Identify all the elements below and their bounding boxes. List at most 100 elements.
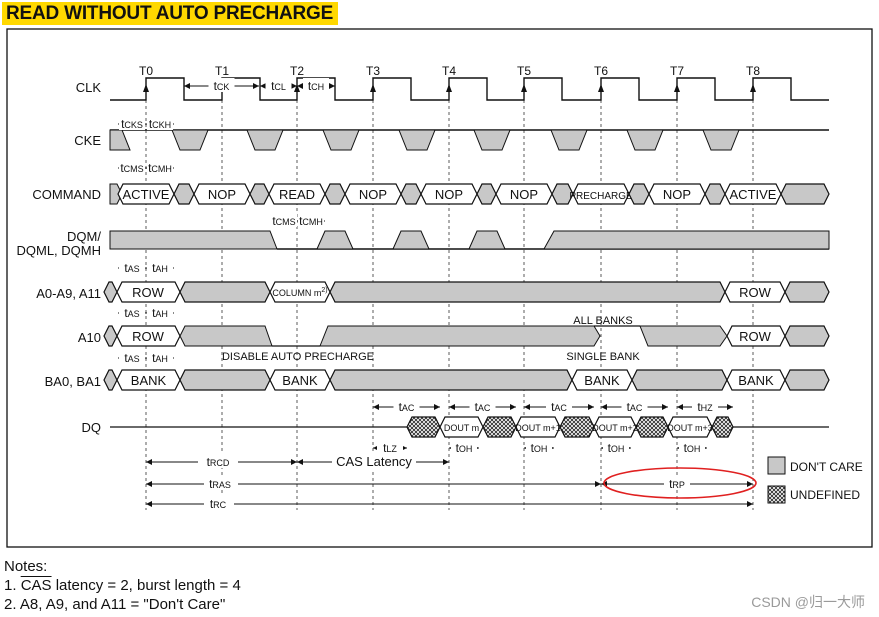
dqm-dontcare-start <box>109 230 278 250</box>
a10-disable-ap-label: DISABLE AUTO PRECHARGE <box>222 351 374 363</box>
note-2: 2. A8, A9, and A11 = "Don't Care" <box>4 596 226 613</box>
dim-tac-0-label: tAC <box>399 400 415 414</box>
signal-label-clk: CLK <box>76 80 102 95</box>
signal-label-dqm-2: DQML, DQMH <box>17 243 102 258</box>
command-dontcare-7 <box>704 183 726 205</box>
signal-label-cke: CKE <box>74 133 101 148</box>
dim-tck-label: tCK <box>214 79 230 93</box>
dqm-pulse-3 <box>468 230 506 250</box>
cke-dontcare-5 <box>473 129 511 151</box>
ba-dontcare-1 <box>179 369 271 391</box>
addr-row-label: ROW <box>132 285 165 300</box>
dim-tas-3-label-bg <box>119 350 145 364</box>
clock-tick-label-T1: T1 <box>215 64 229 78</box>
cke-dontcare-6 <box>550 129 588 151</box>
clk-edge-arrow-4 <box>446 84 452 92</box>
dq-dout-box-2 <box>593 416 637 438</box>
dim-tac-3-label-bg <box>621 399 648 413</box>
dim-toh-3-label: tOH <box>684 441 701 455</box>
dq-undefined-2 <box>559 416 595 438</box>
dim-tckh-label-bg <box>147 116 173 130</box>
dim-cas-bg <box>332 454 416 469</box>
dim-tas-2-label-bg <box>119 305 145 319</box>
dq-undefined-0 <box>406 416 441 438</box>
notes: Notes: 1. CAS latency = 2, burst length … <box>4 557 241 614</box>
clock-tick-label-T4: T4 <box>442 64 456 78</box>
a10-dontcare-lead <box>103 325 118 347</box>
command-dontcare-0 <box>173 183 195 205</box>
watermark: CSDN @归一大师 <box>751 594 865 610</box>
command-label-active-8: ACTIVE <box>730 187 777 202</box>
dim-trc-bg <box>204 496 234 510</box>
dq-undefined-tail <box>711 416 734 438</box>
dim-tlz-label-bg <box>377 440 403 454</box>
note-1-text: latency = 2, burst length = 4 <box>51 577 241 594</box>
page-title: READ WITHOUT AUTO PRECHARGE <box>2 2 339 25</box>
clk-edge-arrow-3 <box>370 84 376 92</box>
dim-toh-3-label-bg <box>679 440 705 454</box>
dim-toh-2-label-bg <box>603 440 629 454</box>
command-dontcare-4 <box>476 183 497 205</box>
a10-single-bank-label: SINGLE BANK <box>566 351 640 363</box>
cke-dontcare-8 <box>702 129 740 151</box>
addr-dontcare-tail <box>784 281 830 303</box>
dim-thz-label: tHZ <box>697 400 713 414</box>
dim-trp-label: tRP <box>669 477 685 491</box>
note-1: 1. CAS latency = 2, burst length = 4 <box>4 576 241 595</box>
dim-tckh-label: tCKH <box>149 117 171 131</box>
dq-dout-label-0: DOUT m <box>444 423 479 433</box>
note-1-cas: CAS <box>20 577 52 594</box>
signal-label-ba: BA0, BA1 <box>45 374 101 389</box>
clk-edge-arrow-0 <box>143 84 149 92</box>
legend-undefined-label: UNDEFINED <box>790 488 860 502</box>
addr-dontcare-lead <box>103 281 118 303</box>
a10-row-end-label: ROW <box>739 329 772 344</box>
cke-dontcare-2 <box>246 129 284 151</box>
dqm-dontcare-end <box>543 230 830 250</box>
cke-dontcare-1 <box>171 129 209 151</box>
note-1-prefix: 1. <box>4 577 21 594</box>
trp-highlight-ellipse <box>603 467 757 499</box>
dim-tac-0-label-bg <box>393 399 420 413</box>
dim-tlz-label: tLZ <box>383 441 397 455</box>
dq-dout-label-2: DOUT m+2 <box>592 423 638 433</box>
diagram-border <box>6 28 873 548</box>
dim-tcmh-2-label-bg <box>298 213 324 227</box>
dim-tas-3-label: tAS <box>124 351 139 365</box>
ba-dontcare-3 <box>631 369 728 391</box>
dim-trcd-label: tRCD <box>207 455 230 469</box>
ba-label-bank1: BANK <box>282 373 318 388</box>
dim-trcd-bg <box>198 454 238 468</box>
dim-tah-2-label-bg <box>147 305 173 319</box>
clk-edge-arrow-6 <box>598 84 604 92</box>
dq-dout-label-1: DOUT m+1 <box>515 423 561 433</box>
ba-label-bank0: BANK <box>131 373 167 388</box>
command-dontcare-tail <box>780 183 830 205</box>
command-label-read-2: READ <box>279 187 315 202</box>
command-label-active-0: ACTIVE <box>123 187 170 202</box>
dim-tah-3-label-bg <box>147 350 173 364</box>
command-label-precharge-6: PRECHARGE <box>569 191 633 202</box>
dim-tck-label-bg <box>208 78 235 92</box>
dim-tcl-label: tCL <box>271 79 286 93</box>
dim-tras-label: tRAS <box>209 477 231 491</box>
dim-toh-0-label: tOH <box>456 441 473 455</box>
addr-row-end-label: ROW <box>739 285 772 300</box>
cke-dontcare-4 <box>398 129 436 151</box>
clock-tick-label-T8: T8 <box>746 64 760 78</box>
command-label-nop-7: NOP <box>663 187 691 202</box>
ba-label-bank3: BANK <box>738 373 774 388</box>
dim-tac-2-label-bg <box>546 399 572 413</box>
dim-trp-bg <box>664 476 690 490</box>
dim-tcms-2-label-bg <box>271 213 297 227</box>
dim-tras-bg <box>204 476 238 490</box>
dim-tah-2-label: tAH <box>152 306 168 320</box>
dq-dout-box-1 <box>515 416 561 438</box>
clock-tick-label-T2: T2 <box>290 64 304 78</box>
dim-tcms-label-bg <box>119 160 145 174</box>
dim-tac-1-label: tAC <box>475 400 491 414</box>
cke-dontcare-7 <box>626 129 664 151</box>
dim-tac-1-label-bg <box>469 399 496 413</box>
a10-dontcare-3 <box>639 325 728 347</box>
ba-dontcare-tail <box>784 369 830 391</box>
